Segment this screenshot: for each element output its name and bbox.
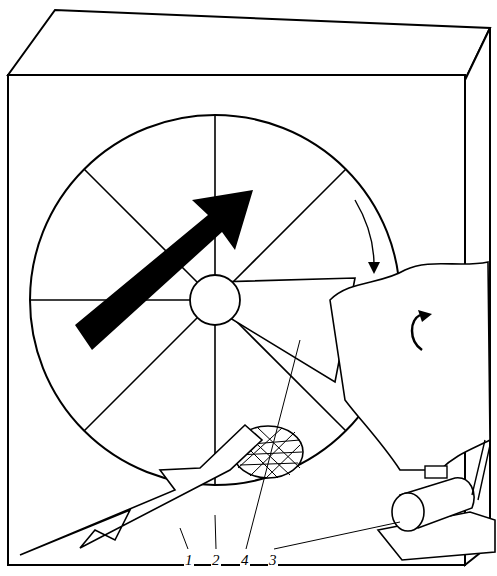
callout-number: 1: [184, 553, 194, 568]
exhaust-air-arrow: [20, 425, 262, 555]
supply-air-arrow: [75, 190, 253, 350]
rotation-symbol: [412, 315, 422, 350]
motor-end: [392, 493, 424, 531]
rotation-arrow: [355, 200, 374, 265]
leader-lines: [180, 340, 400, 549]
housing-top: [8, 10, 490, 80]
wheel-hub: [190, 275, 240, 325]
motor-terminal: [425, 466, 447, 478]
rotation-head: [418, 310, 432, 322]
callout-number: 3: [268, 553, 278, 568]
callout-number: 2: [211, 553, 221, 568]
rotation-arrow-head: [368, 262, 380, 274]
cutaway: [330, 262, 490, 470]
callout-number: 4: [240, 553, 250, 568]
drive-belt: [472, 440, 490, 500]
